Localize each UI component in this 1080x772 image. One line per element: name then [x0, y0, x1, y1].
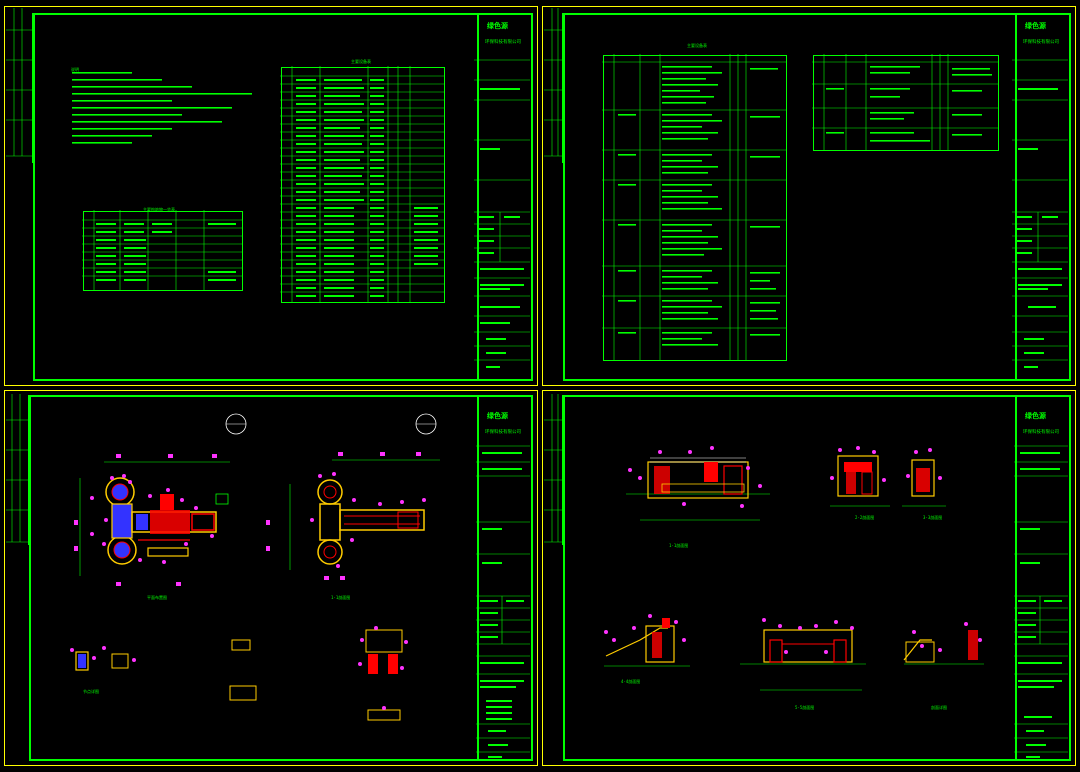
- sheet-1-notes-title: 说明: [71, 67, 79, 72]
- sheet-2-equipment-table-main: [603, 55, 787, 361]
- sheet-1-logo: 绿色源: [487, 22, 508, 30]
- sheet-3-title-block-text: [480, 452, 524, 758]
- sheet-4-caption-f: 剖面详图: [931, 705, 947, 710]
- sheet-2-equipment-table-side: [813, 55, 999, 151]
- drawing-sheet-4[interactable]: 绿色源 环保科技有限公司 1-1剖面图 2-2剖面图 3-3剖面图 4-4剖面图…: [542, 390, 1076, 766]
- sheet-2-frame: 绿色源 环保科技有限公司: [563, 13, 1071, 381]
- sheet-4-caption-c: 3-3剖面图: [923, 515, 943, 520]
- sheet-2-revision-column-lines: [544, 8, 562, 157]
- sheet-4-caption-e: 5-5剖面图: [795, 705, 815, 710]
- sheet-1-title-block-text: [478, 88, 524, 368]
- sheet-2-main-table-grid: [602, 54, 786, 360]
- sheet-4-title-block-text: [1018, 452, 1062, 758]
- sheet-1-equipment-table-text: [296, 79, 438, 297]
- sheet-2-title-block-text: [1016, 88, 1062, 368]
- sheet-3-company: 环保科技有限公司: [485, 430, 521, 435]
- sheet-4-section-drawings: [604, 446, 984, 691]
- drawing-sheet-1[interactable]: 绿色源 环保科技有限公司 主要设备表 说明 主要构筑物一览表: [4, 6, 538, 386]
- sheet-1-title-block: 绿色源 环保科技有限公司: [477, 15, 531, 379]
- sheet-4-company: 环保科技有限公司: [1023, 430, 1059, 435]
- sheet-1-revision-column: [7, 13, 33, 163]
- sheet-2-revision-column: [545, 13, 563, 163]
- sheet-3-revision-column: [7, 395, 29, 545]
- sheet-3-axis-labels: [74, 452, 421, 586]
- sheet-1-title-block-lines: [474, 59, 530, 361]
- sheet-3-title-block-lines: [476, 445, 530, 753]
- sheet-4-title-block-lines: [1014, 445, 1068, 753]
- sheet-2-logo: 绿色源: [1025, 22, 1046, 30]
- sheet-4-frame: 绿色源 环保科技有限公司: [563, 395, 1071, 761]
- sheet-3-caption-c: 节点详图: [83, 689, 99, 694]
- sheet-2-main-table-text: [618, 66, 780, 346]
- sheet-4-revision-column-lines: [544, 394, 562, 543]
- sheet-3-caption-b: 1-1剖面图: [331, 595, 351, 600]
- sheet-4-logo: 绿色源: [1025, 412, 1046, 420]
- drawing-sheet-2[interactable]: 绿色源 环保科技有限公司 主要设备表: [542, 6, 1076, 386]
- sheet-2-company: 环保科技有限公司: [1023, 40, 1059, 45]
- sheet-2-side-table-text: [826, 66, 992, 142]
- drawing-sheet-3[interactable]: 绿色源 环保科技有限公司 平面布置图 1-1剖面图 节点详图: [4, 390, 538, 766]
- sheet-2-side-table-grid: [812, 54, 998, 150]
- sheet-3-frame: 绿色源 环保科技有限公司: [29, 395, 533, 761]
- sheet-1-equipment-table: [281, 67, 445, 303]
- sheet-4-title-block: 绿色源 环保科技有限公司: [1015, 397, 1069, 759]
- sheet-4-caption-d: 4-4剖面图: [621, 679, 641, 684]
- sheet-2-title-block-lines: [1012, 59, 1068, 361]
- sheet-2-title-block: 绿色源 环保科技有限公司: [1015, 15, 1069, 379]
- sheet-3-plan-drawing: [79, 413, 440, 576]
- sheet-3-title-block: 绿色源 环保科技有限公司: [477, 397, 531, 759]
- sheet-3-logo: 绿色源: [487, 412, 508, 420]
- sheet-1-structure-table-text: [96, 223, 236, 281]
- sheet-4-caption-b: 2-2剖面图: [855, 515, 875, 520]
- sheet-1-structure-table: [83, 211, 243, 291]
- sheet-1-sub-table-title: 主要构筑物一览表: [143, 207, 175, 212]
- sheet-3-caption-a: 平面布置图: [147, 595, 167, 600]
- sheet-1-table-title: 主要设备表: [351, 59, 371, 64]
- sheet-2-table-title: 主要设备表: [687, 43, 707, 48]
- sheet-4-caption-a: 1-1剖面图: [669, 543, 689, 548]
- sheet-1-frame: 绿色源 环保科技有限公司: [33, 13, 533, 381]
- sheet-1-company: 环保科技有限公司: [485, 40, 521, 45]
- sheet-4-revision-column: [545, 395, 563, 545]
- sheet-3-detail-drawings: [70, 626, 408, 721]
- sheet-1-structure-table-grid: [82, 210, 242, 290]
- sheet-1-notes-lines: [72, 72, 252, 144]
- sheet-1-equipment-table-grid: [280, 66, 444, 302]
- sheet-1-revision-column-lines: [6, 8, 32, 157]
- sheet-3-revision-column-lines: [6, 394, 28, 543]
